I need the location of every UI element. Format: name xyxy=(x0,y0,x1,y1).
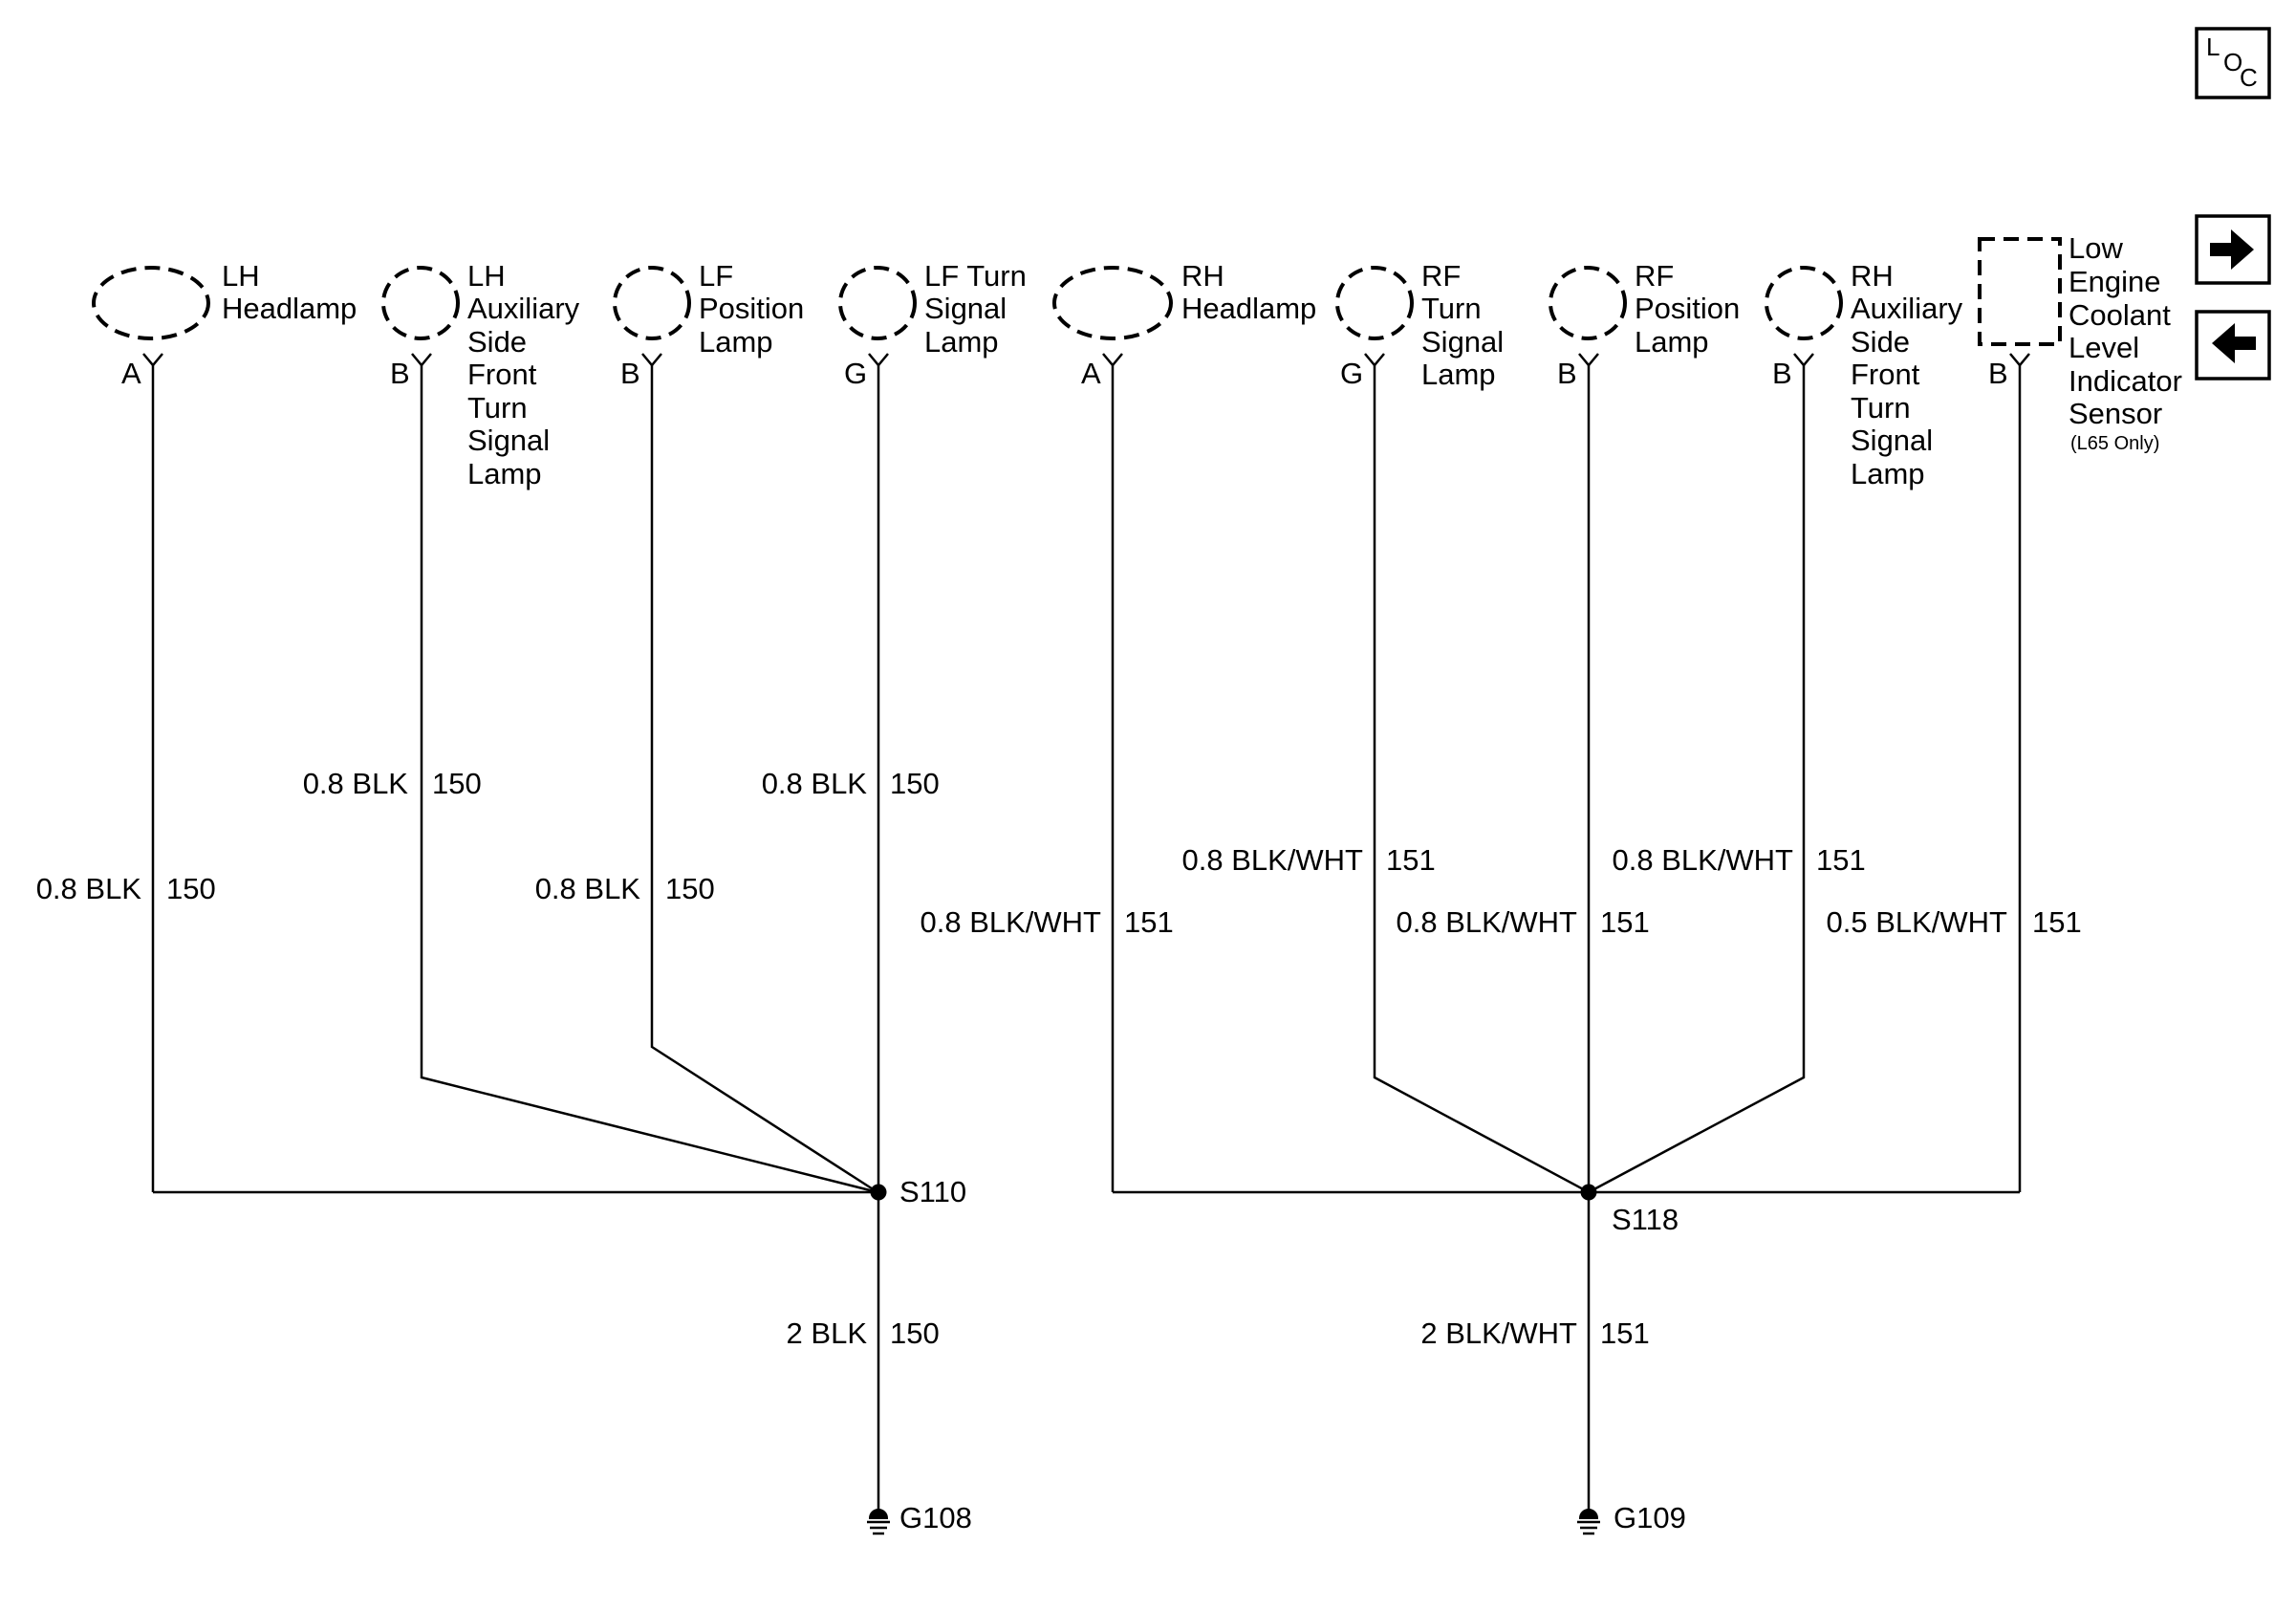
lh-aux-pin: B xyxy=(390,357,410,390)
ground-g109-label: G109 xyxy=(1614,1501,1686,1534)
rf-turn-signal-lamp: RF Turn Signal Lamp G xyxy=(1335,259,1512,391)
lf-position-label: LF Position Lamp xyxy=(699,259,812,359)
rh-aux-label: RH Auxiliary Side Front Turn Signal Lamp xyxy=(1851,259,1971,490)
lf-turn-pin: G xyxy=(844,357,867,390)
lh-aux-outline xyxy=(381,266,460,340)
rh-aux-wire-circuit: 151 xyxy=(1816,843,1866,877)
rf-turn-wire xyxy=(1373,365,1590,1194)
coolant-level-sensor: Low Engine Coolant Level Indicator Senso… xyxy=(1978,231,2191,454)
rh-aux-turn-lamp: RH Auxiliary Side Front Turn Signal Lamp… xyxy=(1765,259,1971,490)
coolant-sensor-connector xyxy=(2009,353,2030,367)
rh-headlamp-pin: A xyxy=(1081,357,1101,390)
lh-aux-label: LH Auxiliary Side Front Turn Signal Lamp xyxy=(467,259,588,490)
lh-headlamp-wire-circuit: 150 xyxy=(166,872,216,905)
lf-position-wire xyxy=(650,365,878,1194)
rf-turn-pin: G xyxy=(1340,357,1363,390)
rh-headlamp-connector xyxy=(1102,353,1123,367)
lh-aux-wire-circuit: 150 xyxy=(432,767,482,800)
ground-g109-icon xyxy=(1578,1509,1599,1519)
rh-aux-outline xyxy=(1765,266,1843,340)
lf-position-pin: B xyxy=(620,357,640,390)
lh-headlamp: LH Headlamp A xyxy=(92,259,357,390)
rh-headlamp-wire-spec: 0.8 BLK/WHT xyxy=(921,905,1102,939)
loc-letter-l: L xyxy=(2206,33,2220,61)
lf-position-wire-circuit: 150 xyxy=(665,872,715,905)
lf-position-wire-spec: 0.8 BLK xyxy=(535,872,641,905)
prev-page-button[interactable] xyxy=(2195,310,2271,381)
rh-headlamp-label: RH Headlamp xyxy=(1181,259,1316,325)
left-ground-wire-spec: 2 BLK xyxy=(787,1316,868,1350)
lf-turn-connector xyxy=(868,353,889,367)
ground-g109: G109 xyxy=(1577,1501,1686,1535)
right-wires xyxy=(1111,365,2022,1518)
rf-position-lamp: RF Position Lamp B xyxy=(1549,259,1748,390)
ground-g108-label: G108 xyxy=(899,1501,972,1534)
lh-aux-wire-spec: 0.8 BLK xyxy=(303,767,409,800)
next-page-button[interactable] xyxy=(2195,214,2271,285)
ground-g108-icon xyxy=(868,1509,889,1519)
rh-headlamp: RH Headlamp A xyxy=(1052,259,1316,390)
rh-headlamp-outline xyxy=(1052,266,1173,340)
rh-aux-pin: B xyxy=(1772,357,1792,390)
lf-position-outline xyxy=(613,266,691,340)
splice-s110 xyxy=(870,1184,887,1201)
rh-aux-connector xyxy=(1793,353,1814,367)
right-arrow-icon xyxy=(2210,229,2254,270)
coolant-sensor-note: (L65 Only) xyxy=(2070,433,2159,454)
splice-s118 xyxy=(1580,1184,1597,1201)
rh-aux-wire xyxy=(1588,365,1806,1194)
lh-headlamp-label: LH Headlamp xyxy=(222,259,357,325)
loc-button[interactable]: L O C xyxy=(2195,27,2271,99)
ground-g108: G108 xyxy=(867,1501,972,1535)
coolant-wire-circuit: 151 xyxy=(2032,905,2082,939)
rf-turn-wire-circuit: 151 xyxy=(1386,843,1436,877)
lf-turn-wire-circuit: 150 xyxy=(890,767,940,800)
loc-letter-o: O xyxy=(2223,48,2242,76)
rf-turn-outline xyxy=(1335,266,1414,340)
rf-turn-wire-spec: 0.8 BLK/WHT xyxy=(1182,843,1364,877)
coolant-sensor-label: Low Engine Coolant Level Indicator Senso… xyxy=(2069,231,2191,430)
coolant-sensor-pin: B xyxy=(1988,357,2008,390)
rf-turn-label: RF Turn Signal Lamp xyxy=(1421,259,1512,391)
rf-position-pin: B xyxy=(1557,357,1577,390)
lh-aux-wire xyxy=(420,365,878,1194)
lh-aux-turn-lamp: LH Auxiliary Side Front Turn Signal Lamp… xyxy=(381,259,588,490)
rh-aux-wire-spec: 0.8 BLK/WHT xyxy=(1613,843,1794,877)
lh-aux-connector xyxy=(411,353,432,367)
left-arrow-icon xyxy=(2212,323,2256,363)
loc-letter-c: C xyxy=(2240,63,2258,92)
lh-headlamp-outline xyxy=(92,266,210,340)
rf-position-connector xyxy=(1578,353,1599,367)
lh-headlamp-wire-spec: 0.8 BLK xyxy=(36,872,142,905)
lf-turn-wire-spec: 0.8 BLK xyxy=(762,767,868,800)
right-ground-wire-circuit: 151 xyxy=(1600,1316,1650,1350)
splice-s118-label: S118 xyxy=(1612,1203,1679,1236)
rf-position-wire-circuit: 151 xyxy=(1600,905,1650,939)
lf-turn-label: LF Turn Signal Lamp xyxy=(924,259,1034,359)
lf-position-lamp: LF Position Lamp B xyxy=(613,259,812,390)
splice-s110-label: S110 xyxy=(899,1175,966,1208)
lf-position-connector xyxy=(641,353,662,367)
rf-position-label: RF Position Lamp xyxy=(1635,259,1748,359)
lh-headlamp-pin: A xyxy=(121,357,141,390)
coolant-sensor-outline xyxy=(1978,237,2062,346)
left-wires xyxy=(151,365,880,1518)
lf-turn-signal-lamp: LF Turn Signal Lamp G xyxy=(838,259,1034,390)
rh-headlamp-wire-circuit: 151 xyxy=(1124,905,1174,939)
lf-turn-outline xyxy=(838,266,917,340)
coolant-wire-spec: 0.5 BLK/WHT xyxy=(1827,905,2008,939)
rf-position-outline xyxy=(1549,266,1627,340)
rf-position-wire-spec: 0.8 BLK/WHT xyxy=(1397,905,1578,939)
lh-headlamp-connector xyxy=(142,353,163,367)
left-ground-wire-circuit: 150 xyxy=(890,1316,940,1350)
rf-turn-connector xyxy=(1364,353,1385,367)
right-ground-wire-spec: 2 BLK/WHT xyxy=(1420,1316,1577,1350)
